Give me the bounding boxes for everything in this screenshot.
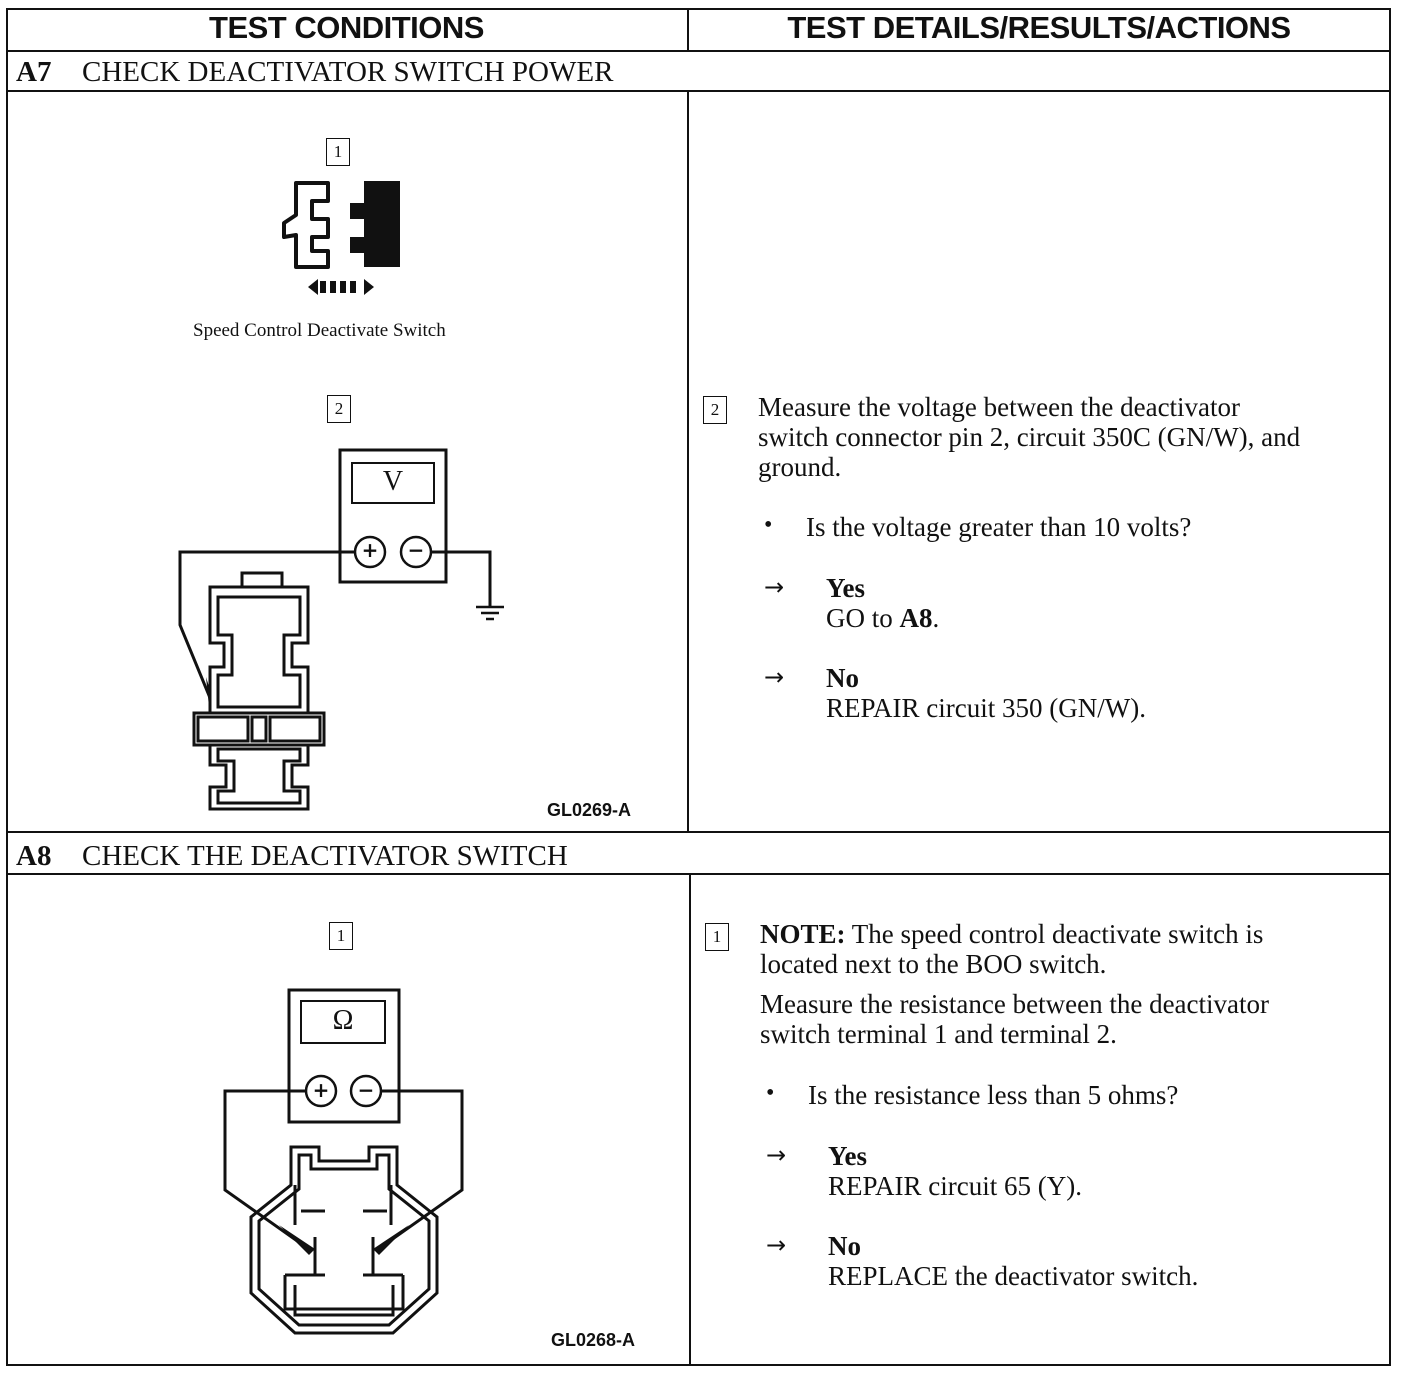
a7-title-divider (6, 90, 1391, 92)
a7-column-divider (687, 90, 689, 831)
switch-connector-body (192, 571, 326, 811)
a7-left-step-2: 2 (327, 395, 351, 423)
a7-yes-label: Yes (826, 573, 865, 603)
negative-test-lead (431, 550, 492, 607)
a8-no-label: No (828, 1231, 861, 1261)
a8-step-title: CHECK THE DEACTIVATOR SWITCH (82, 840, 568, 872)
a7-question-bullet: • (764, 512, 773, 538)
a7-instruction-line-2: switch connector pin 2, circuit 350C (GN… (758, 422, 1301, 452)
a8-question: Is the resistance less than 5 ohms? (808, 1080, 1179, 1110)
a8-no-arrow: → (766, 1231, 787, 1259)
a7-yes-arrow: → (764, 573, 785, 601)
a8-yes-action: REPAIR circuit 65 (Y). (828, 1171, 1082, 1201)
right-probe-tip (373, 1225, 409, 1255)
a7-left-step-1: 1 (326, 138, 350, 166)
voltmeter-connection-diagram (178, 448, 504, 811)
a8-yes-label: Yes (828, 1141, 867, 1171)
deactivate-switch-diagram (282, 181, 400, 295)
voltmeter-minus-label: − (407, 538, 425, 562)
voltmeter-display (351, 462, 435, 504)
header-column-divider (687, 8, 689, 50)
a8-right-step-1: 1 (705, 923, 729, 951)
a8-yes-arrow: → (766, 1141, 787, 1169)
a7-instruction-line-1: Measure the voltage between the deactiva… (758, 392, 1241, 422)
ohmmeter-plus-label: + (312, 1078, 330, 1102)
table-frame (6, 8, 1391, 1366)
a7-figure-code: GL0269-A (547, 800, 632, 820)
a8-note-label: NOTE: (760, 919, 846, 949)
a7-instruction-line-3: ground. (758, 452, 842, 482)
a8-section-title: A8 CHECK THE DEACTIVATOR SWITCH (16, 840, 568, 873)
a7-no-arrow: → (764, 663, 785, 691)
a7-instruction: Measure the voltage between the deactiva… (758, 392, 1378, 482)
ohmmeter-connection-diagram (223, 988, 464, 1335)
a8-note-line-1: NOTE: The speed control deactivate switc… (760, 919, 1380, 949)
a8-top-divider (6, 831, 1391, 833)
ohmmeter-display (300, 1000, 386, 1044)
ohmmeter-left-lead (223, 1089, 311, 1252)
a7-yes-action: GO to A8. (826, 603, 939, 633)
ohmmeter-right-lead (376, 1089, 464, 1252)
voltmeter-symbol: V (382, 466, 404, 497)
column-header-test-conditions: TEST CONDITIONS (209, 10, 484, 45)
a7-yes-action-ref[interactable]: A8 (899, 603, 933, 633)
a7-right-step-2: 2 (703, 396, 727, 424)
header-divider (6, 50, 1391, 52)
a7-no-label: No (826, 663, 859, 693)
a8-no-action: REPLACE the deactivator switch. (828, 1261, 1199, 1291)
ground-symbol-icon (476, 605, 504, 621)
a7-yes-action-suffix: . (932, 603, 940, 633)
column-header-test-details: TEST DETAILS/RESULTS/ACTIONS (787, 10, 1291, 45)
a8-instruction: Measure the resistance between the deact… (760, 989, 1380, 1049)
a8-note: NOTE: The speed control deactivate switc… (760, 919, 1380, 979)
a7-yes-action-prefix: GO to (826, 603, 900, 633)
a8-question-bullet: • (766, 1080, 775, 1106)
a8-instruction-line-2: switch terminal 1 and terminal 2. (760, 1019, 1117, 1049)
a7-section-title: A7 CHECK DEACTIVATOR SWITCH POWER (16, 56, 613, 89)
switch-body-solid (350, 181, 400, 267)
deactivator-switch-body (249, 1145, 439, 1335)
voltmeter-plus-label: + (361, 538, 379, 562)
positive-test-lead (178, 550, 355, 711)
a8-instruction-line-1: Measure the resistance between the deact… (760, 989, 1270, 1019)
left-probe-tip (279, 1225, 315, 1255)
a8-figure-code: GL0268-A (551, 1330, 636, 1350)
a8-column-divider (689, 873, 691, 1366)
arrow-shaft (320, 281, 356, 293)
ohmmeter-symbol: Ω (332, 1005, 354, 1036)
a7-no-action: REPAIR circuit 350 (GN/W). (826, 693, 1146, 723)
a8-note-line-2: located next to the BOO switch. (760, 949, 1107, 979)
a7-step-code: A7 (16, 56, 52, 88)
a8-step-code: A8 (16, 840, 52, 872)
switch-connector-outline (282, 181, 330, 269)
a7-question: Is the voltage greater than 10 volts? (806, 512, 1192, 542)
a7-step-title: CHECK DEACTIVATOR SWITCH POWER (82, 56, 614, 88)
switch-caption: Speed Control Deactivate Switch (193, 320, 446, 341)
a8-left-step-1: 1 (329, 922, 353, 950)
ohmmeter-minus-label: − (357, 1078, 375, 1102)
a8-title-divider (6, 873, 1391, 875)
a8-note-text-1: The speed control deactivate switch is (845, 919, 1264, 949)
